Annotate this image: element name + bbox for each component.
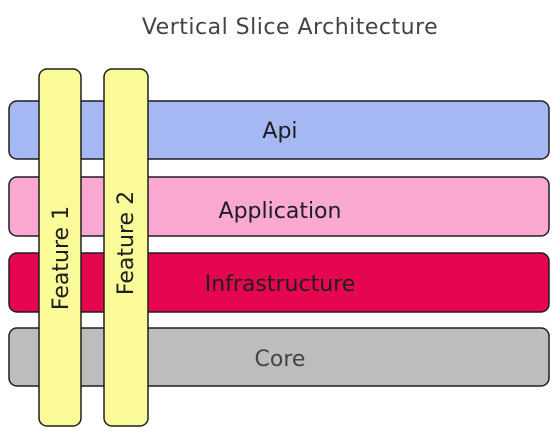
layer-infrastructure: Infrastructure [8,252,550,313]
layer-core-label: Core [255,347,306,372]
feature-1-label: Feature 1 [49,206,74,310]
feature-1-bar [38,68,82,427]
feature-2-bar [103,68,149,427]
layer-api-label: Api [262,119,297,144]
feature-2-slice: Feature 2 [103,68,149,427]
layer-application: Application [8,176,550,237]
diagram-title: Vertical Slice Architecture [142,15,438,40]
layer-application-label: Application [219,199,342,224]
layer-api: Api [8,100,550,160]
layer-core: Core [8,327,550,387]
feature-2-label: Feature 2 [114,191,139,295]
feature-1-slice: Feature 1 [38,68,82,427]
layer-infrastructure-label: Infrastructure [205,272,356,297]
